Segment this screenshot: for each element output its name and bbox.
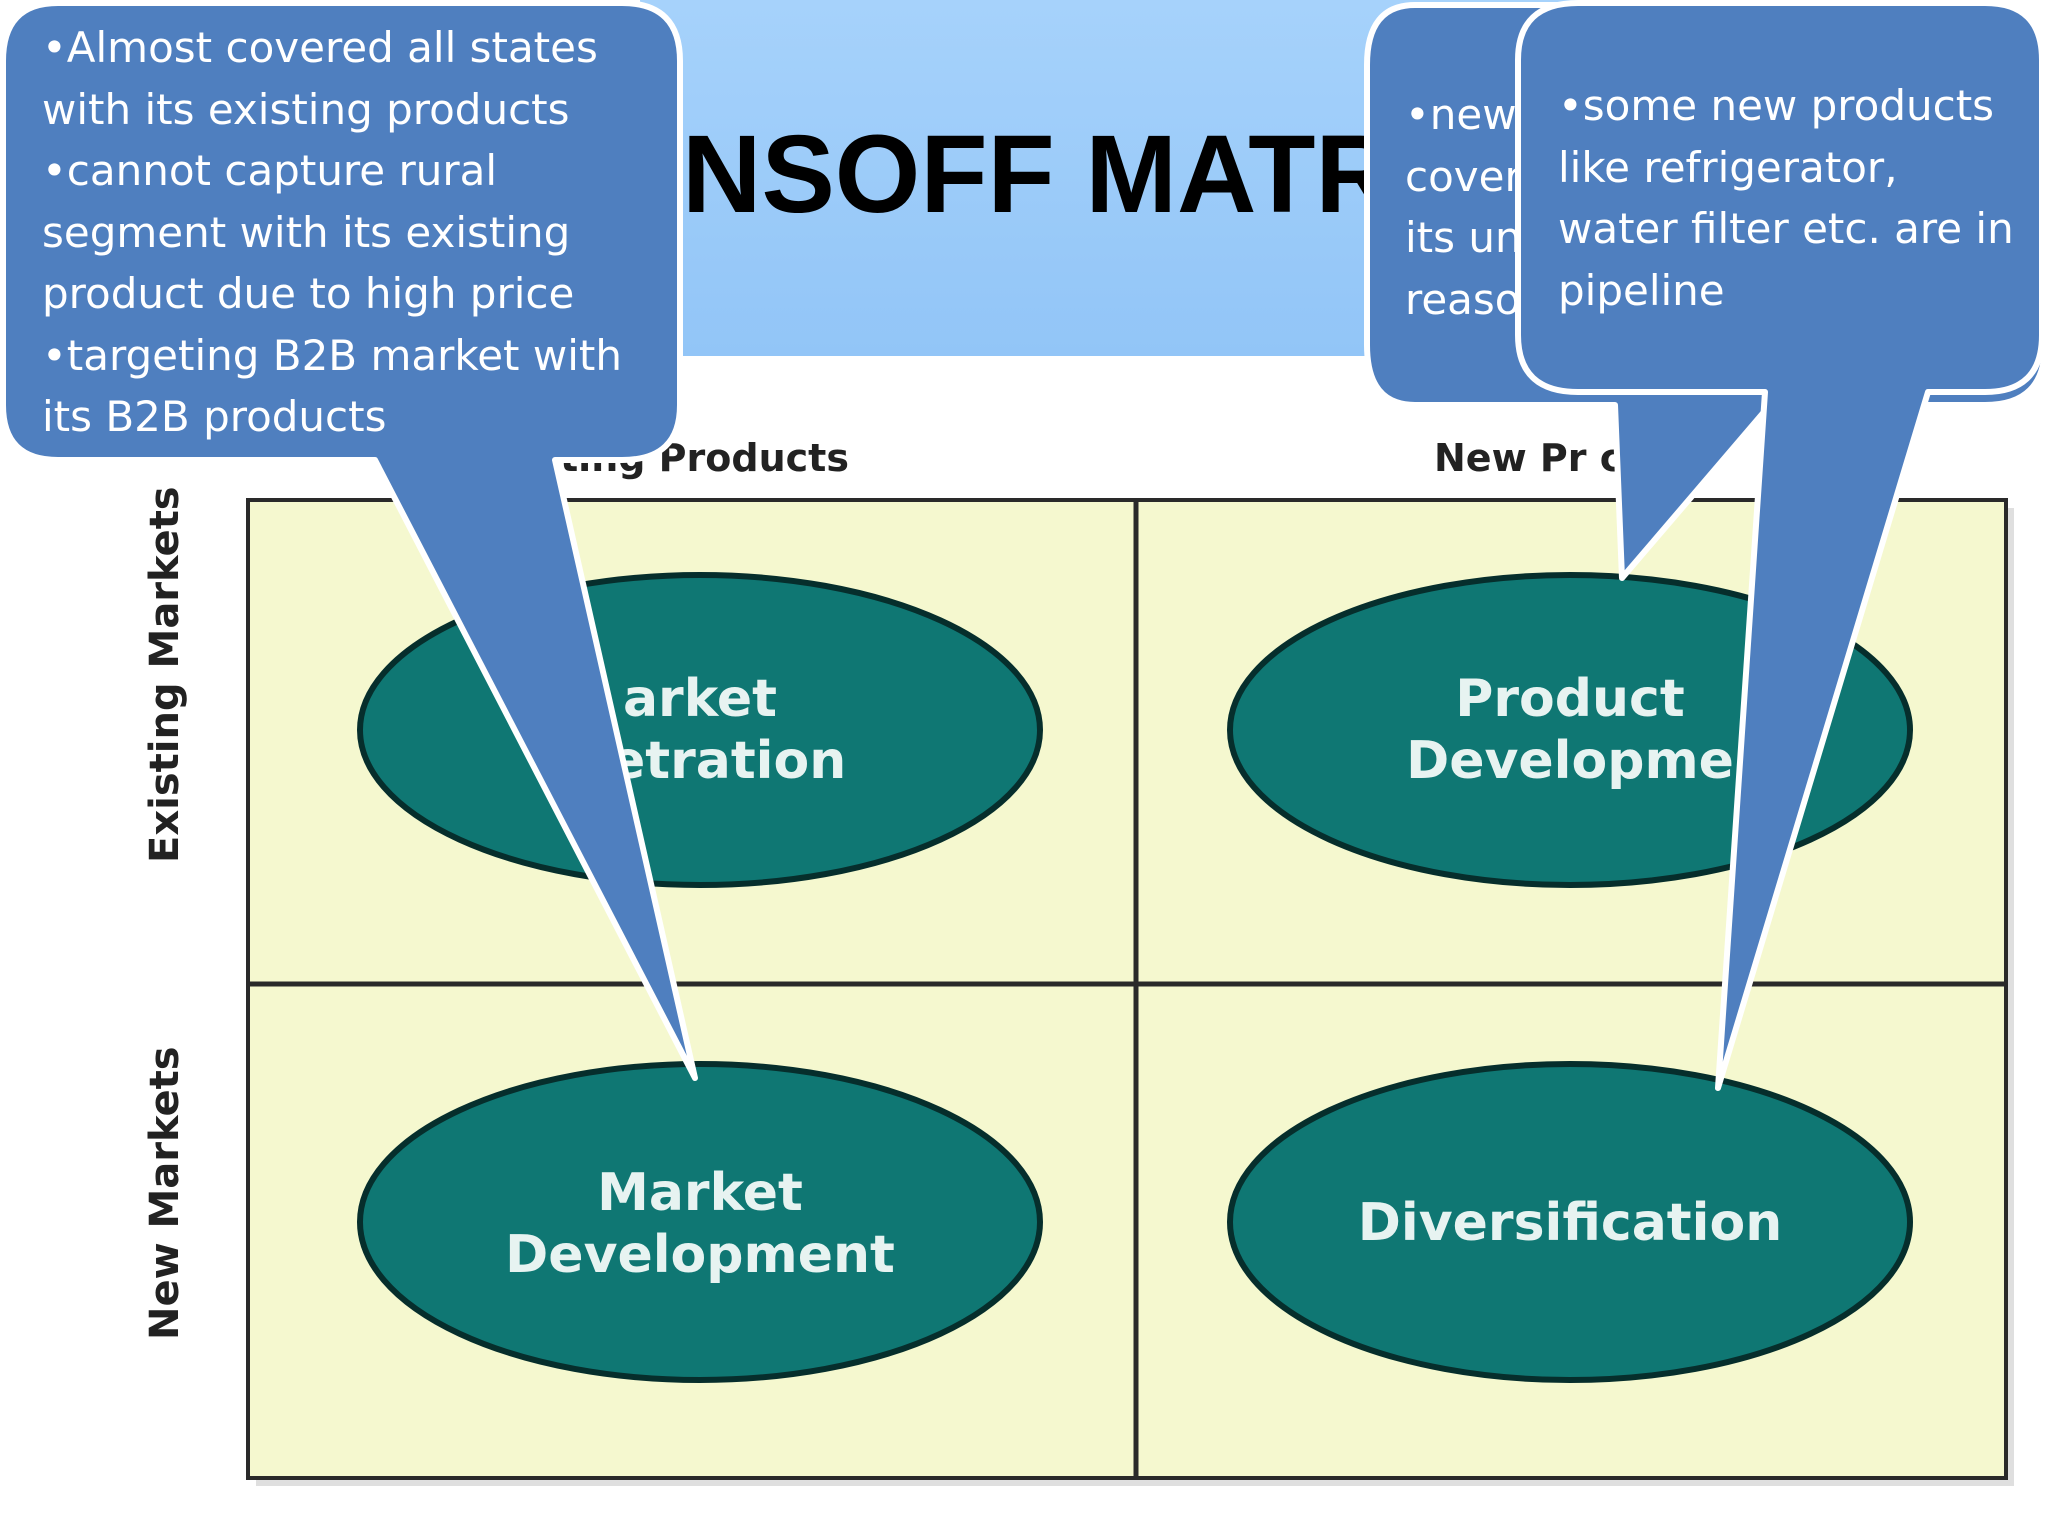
callout-right-line: •some new products <box>1558 81 1995 130</box>
label-market-development: Market Development <box>505 1163 895 1285</box>
callout-right-line: pipeline <box>1558 265 1725 315</box>
callout-left-line: segment with its existing <box>42 207 571 257</box>
callout-left-line: •Almost covered all states <box>42 23 598 72</box>
callout-right-shape <box>1515 0 2045 1091</box>
callout-left-shape <box>0 0 698 1081</box>
callout-middle-right-text: •new cover its un reaso <box>1405 84 1517 330</box>
callout-middle-right-line: cover <box>1405 151 1517 201</box>
label-product-development: Product Developme <box>1406 669 1734 791</box>
callout-left-line: product due to high price <box>42 269 575 318</box>
matrix-border <box>246 498 2008 1480</box>
callout-right-text: •some new products like refrigerator, wa… <box>1558 75 2038 321</box>
callout-left-line: •targeting B2B market with <box>42 330 622 380</box>
slide-title: NSOFF MATR <box>682 113 1395 236</box>
callout-right-line: like refrigerator, <box>1558 142 1898 192</box>
callout-middle-right-line: •new <box>1405 90 1517 139</box>
callout-middle-right-line: reaso <box>1405 274 1517 324</box>
ellipse-market-development <box>357 1061 1043 1383</box>
callout-left-line: its B2B products <box>42 392 387 441</box>
label-diversification: Diversification <box>1357 1193 1783 1253</box>
callout-right-line: water filter etc. are in <box>1558 204 2014 253</box>
callout-left-line: with its existing products <box>42 84 570 134</box>
callout-middle-right-line: its un <box>1405 213 1517 262</box>
callout-left-text: •Almost covered all states with its exis… <box>42 17 672 448</box>
callout-left-line: •cannot capture rural <box>42 146 498 195</box>
ellipse-diversification <box>1227 1061 1913 1383</box>
